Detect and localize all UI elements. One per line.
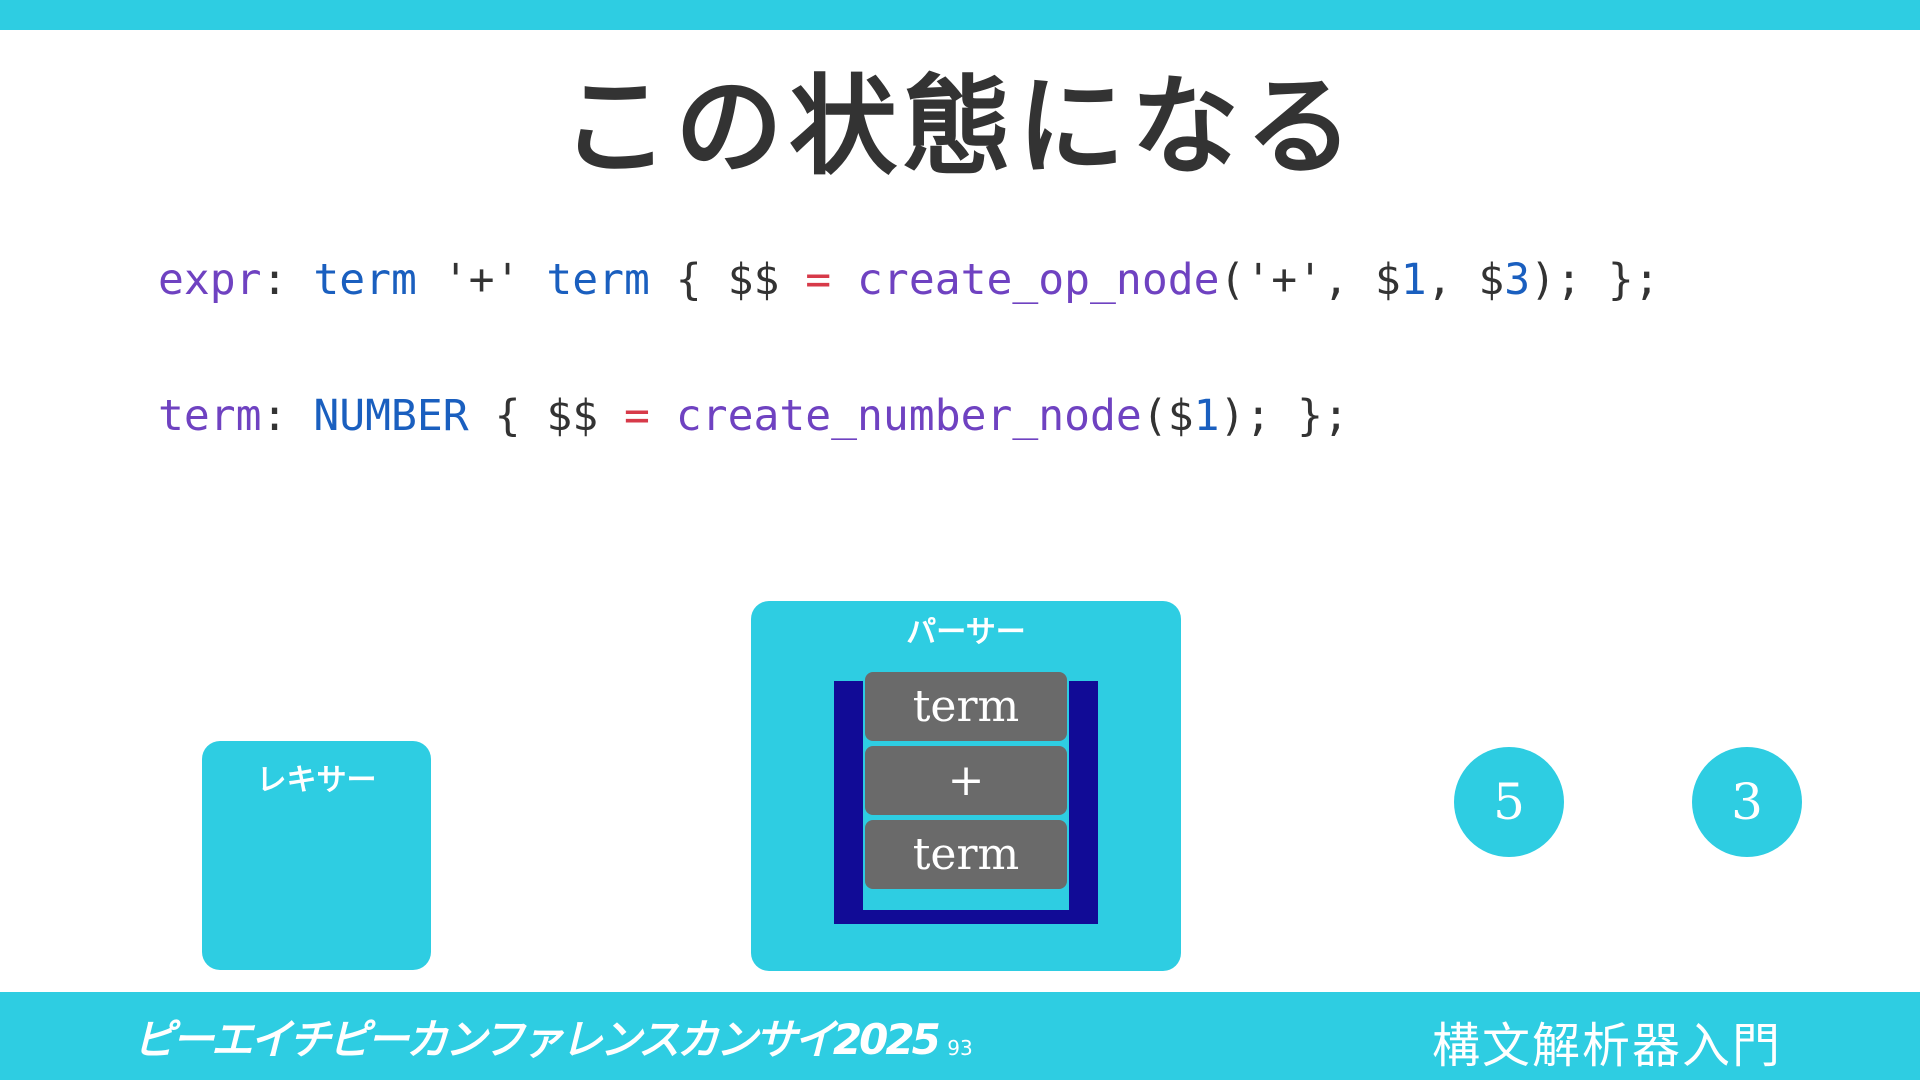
footer-bar: ピーエイチピーカンファレンスカンサイ2025 93 構文解析器入門 <box>0 992 1920 1080</box>
code-rule-name: expr <box>158 255 262 305</box>
page-number: 93 <box>947 1036 973 1060</box>
stack-item: term <box>865 820 1067 889</box>
talk-title: 構文解析器入門 <box>1431 1018 1782 1074</box>
input-token: 5 <box>1454 747 1564 857</box>
lexer-box: レキサー <box>202 741 431 970</box>
code-number: 1 <box>1400 255 1427 305</box>
code-symbol: NUMBER <box>313 391 469 441</box>
code-rule-name: term <box>158 391 262 441</box>
code-symbol: term <box>546 255 650 305</box>
stack-item: + <box>865 746 1067 815</box>
parser-stack-inner: term + term <box>863 672 1069 910</box>
slide-title: この状態になる <box>560 64 1359 190</box>
code-number: 3 <box>1504 255 1531 305</box>
conference-logo: ピーエイチピーカンファレンスカンサイ2025 <box>133 1015 941 1064</box>
code-operator: = <box>805 255 832 305</box>
code-line-term: term: NUMBER { $$ = create_number_node($… <box>158 391 1349 441</box>
parser-stack: term + term <box>834 672 1098 924</box>
stack-item: term <box>865 672 1067 741</box>
code-symbol: term <box>313 255 417 305</box>
parser-box: パーサー term + term <box>751 601 1181 971</box>
code-operator: = <box>624 391 650 441</box>
code-function-name: create_op_node <box>857 255 1220 305</box>
code-function-name: create_number_node <box>675 391 1142 441</box>
input-token: 3 <box>1692 747 1802 857</box>
code-number: 1 <box>1193 391 1220 441</box>
lexer-label: レキサー <box>256 763 377 798</box>
grammar-code-block: expr: term '+' term { $$ = create_op_nod… <box>158 246 1660 450</box>
parser-label: パーサー <box>906 615 1026 650</box>
top-accent-bar <box>0 0 1920 30</box>
code-line-expr: expr: term '+' term { $$ = create_op_nod… <box>158 255 1660 305</box>
